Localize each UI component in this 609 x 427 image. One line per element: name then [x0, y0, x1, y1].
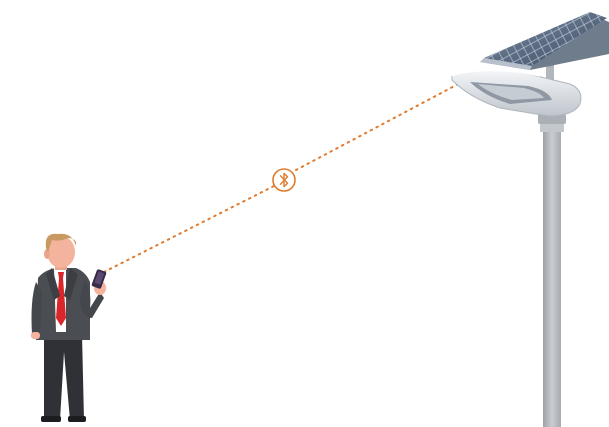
lamp-housing: [452, 71, 581, 116]
solar-street-light: [452, 12, 609, 427]
bluetooth-icon: [273, 169, 295, 191]
street-light-pole: [543, 120, 561, 427]
connection-line: [104, 186, 274, 272]
businessman: [31, 234, 107, 422]
bluetooth-connection: [104, 82, 462, 272]
connection-line: [296, 82, 462, 170]
solar-panel: [480, 12, 609, 70]
trousers: [44, 334, 84, 420]
